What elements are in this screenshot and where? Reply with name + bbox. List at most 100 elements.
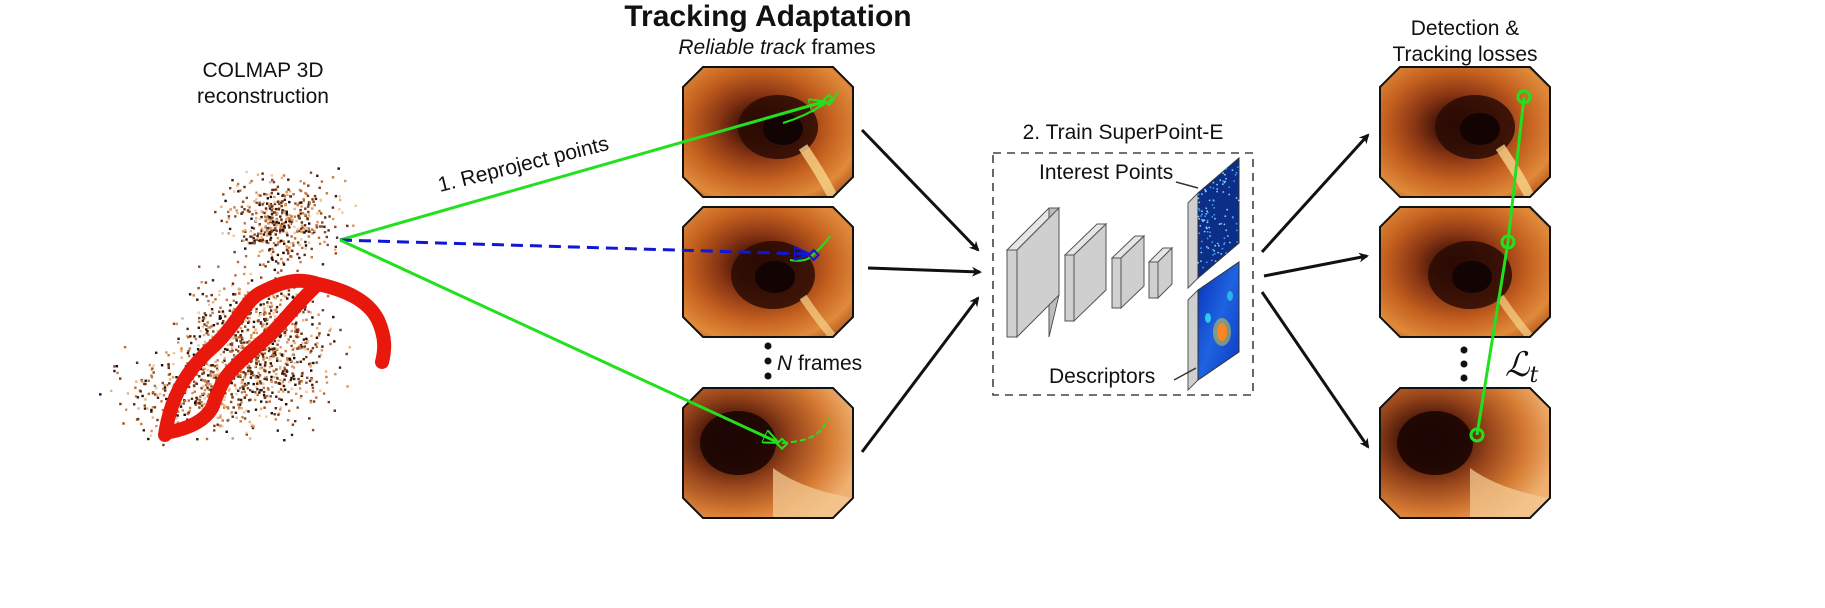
point-cloud-point bbox=[260, 389, 263, 392]
interest-point bbox=[1231, 169, 1234, 172]
point-cloud-point bbox=[241, 330, 244, 333]
point-cloud-point bbox=[268, 216, 271, 219]
point-cloud-point bbox=[223, 347, 227, 351]
point-cloud-point bbox=[285, 218, 288, 221]
point-cloud-point bbox=[285, 231, 288, 234]
point-cloud-point bbox=[202, 371, 206, 374]
point-cloud-point bbox=[212, 376, 215, 379]
point-cloud-point bbox=[116, 371, 119, 375]
point-cloud-point bbox=[249, 272, 253, 276]
point-cloud-point bbox=[287, 224, 290, 227]
point-cloud-point bbox=[221, 419, 224, 422]
point-cloud-point bbox=[235, 337, 238, 340]
point-cloud-point bbox=[318, 322, 321, 325]
point-cloud-point bbox=[264, 215, 267, 219]
point-cloud-point bbox=[286, 419, 290, 422]
point-cloud-point bbox=[119, 377, 122, 380]
point-cloud-point bbox=[269, 362, 272, 365]
point-cloud-point bbox=[244, 247, 247, 250]
arrow-into-network-2 bbox=[867, 266, 982, 277]
point-cloud-point bbox=[296, 330, 299, 334]
point-cloud-point bbox=[296, 228, 299, 231]
point-cloud-point bbox=[300, 221, 304, 224]
point-cloud-point bbox=[274, 223, 277, 227]
point-cloud-point bbox=[209, 373, 212, 376]
point-cloud-point bbox=[164, 389, 167, 392]
point-cloud-point bbox=[280, 201, 283, 204]
point-cloud-point bbox=[331, 206, 335, 209]
point-cloud-point bbox=[298, 382, 301, 385]
point-cloud-point bbox=[311, 428, 315, 432]
point-cloud-point bbox=[234, 274, 237, 277]
point-cloud-point bbox=[294, 322, 298, 325]
interest-point bbox=[1213, 200, 1215, 202]
point-cloud-point bbox=[253, 239, 256, 243]
point-cloud-point bbox=[183, 399, 187, 403]
point-cloud-point bbox=[286, 216, 289, 220]
point-cloud-point bbox=[213, 429, 216, 432]
point-cloud-point bbox=[230, 411, 234, 414]
interest-point bbox=[1198, 232, 1201, 235]
point-cloud-point bbox=[240, 341, 243, 344]
point-cloud-point bbox=[240, 380, 244, 383]
point-cloud-point bbox=[200, 281, 203, 284]
point-cloud-point bbox=[306, 348, 309, 351]
interest-point bbox=[1200, 247, 1202, 250]
point-cloud-point bbox=[305, 355, 308, 359]
point-cloud-point bbox=[270, 375, 273, 379]
interest-points-head bbox=[1187, 156, 1240, 290]
point-cloud-point bbox=[334, 248, 337, 251]
point-cloud-point bbox=[171, 376, 175, 379]
point-cloud-point bbox=[202, 317, 206, 320]
point-cloud-point bbox=[201, 407, 205, 410]
point-cloud-point bbox=[292, 366, 296, 369]
interest-point bbox=[1213, 213, 1216, 216]
interest-point bbox=[1203, 219, 1206, 222]
point-cloud-point bbox=[254, 355, 258, 359]
point-cloud-point bbox=[302, 199, 305, 202]
point-cloud-point bbox=[259, 380, 262, 383]
interest-point bbox=[1209, 231, 1211, 234]
point-cloud-point bbox=[258, 388, 262, 392]
point-cloud-point bbox=[288, 226, 291, 229]
point-cloud-point bbox=[259, 382, 262, 385]
point-cloud-point bbox=[207, 374, 210, 377]
interest-point bbox=[1219, 179, 1222, 182]
interest-point bbox=[1223, 181, 1226, 184]
point-cloud-point bbox=[273, 223, 276, 227]
point-cloud-point bbox=[290, 220, 293, 223]
point-cloud-point bbox=[155, 394, 159, 397]
point-cloud-point bbox=[267, 215, 270, 218]
point-cloud-point bbox=[266, 301, 269, 304]
point-cloud-point bbox=[204, 341, 207, 344]
point-cloud-point bbox=[269, 238, 272, 241]
interest-point bbox=[1224, 215, 1227, 218]
point-cloud-point bbox=[272, 294, 275, 297]
point-cloud-point bbox=[315, 226, 318, 229]
point-cloud-point bbox=[237, 403, 240, 406]
point-cloud-point bbox=[172, 362, 175, 366]
point-cloud-point bbox=[315, 336, 319, 339]
point-cloud-point bbox=[319, 212, 323, 215]
point-cloud-point bbox=[241, 336, 245, 340]
point-cloud-point bbox=[275, 213, 278, 216]
point-cloud-point bbox=[299, 210, 302, 213]
point-cloud-point bbox=[278, 241, 281, 244]
point-cloud-point bbox=[307, 213, 311, 217]
point-cloud-point bbox=[270, 216, 273, 219]
point-cloud-point bbox=[228, 350, 232, 353]
point-cloud-point bbox=[297, 216, 301, 219]
point-cloud-point bbox=[243, 384, 246, 387]
point-cloud-point bbox=[216, 368, 219, 372]
interest-point bbox=[1213, 207, 1216, 209]
point-cloud-point bbox=[242, 385, 245, 388]
ellipsis-dot bbox=[1460, 346, 1468, 354]
point-cloud-point bbox=[186, 351, 190, 355]
point-cloud-point bbox=[262, 229, 265, 232]
point-cloud-point bbox=[272, 180, 276, 184]
point-cloud-point bbox=[231, 310, 234, 313]
descriptors-head bbox=[1187, 261, 1240, 392]
point-cloud-point bbox=[266, 202, 269, 205]
point-cloud-point bbox=[280, 176, 284, 180]
point-cloud-point bbox=[272, 312, 275, 315]
